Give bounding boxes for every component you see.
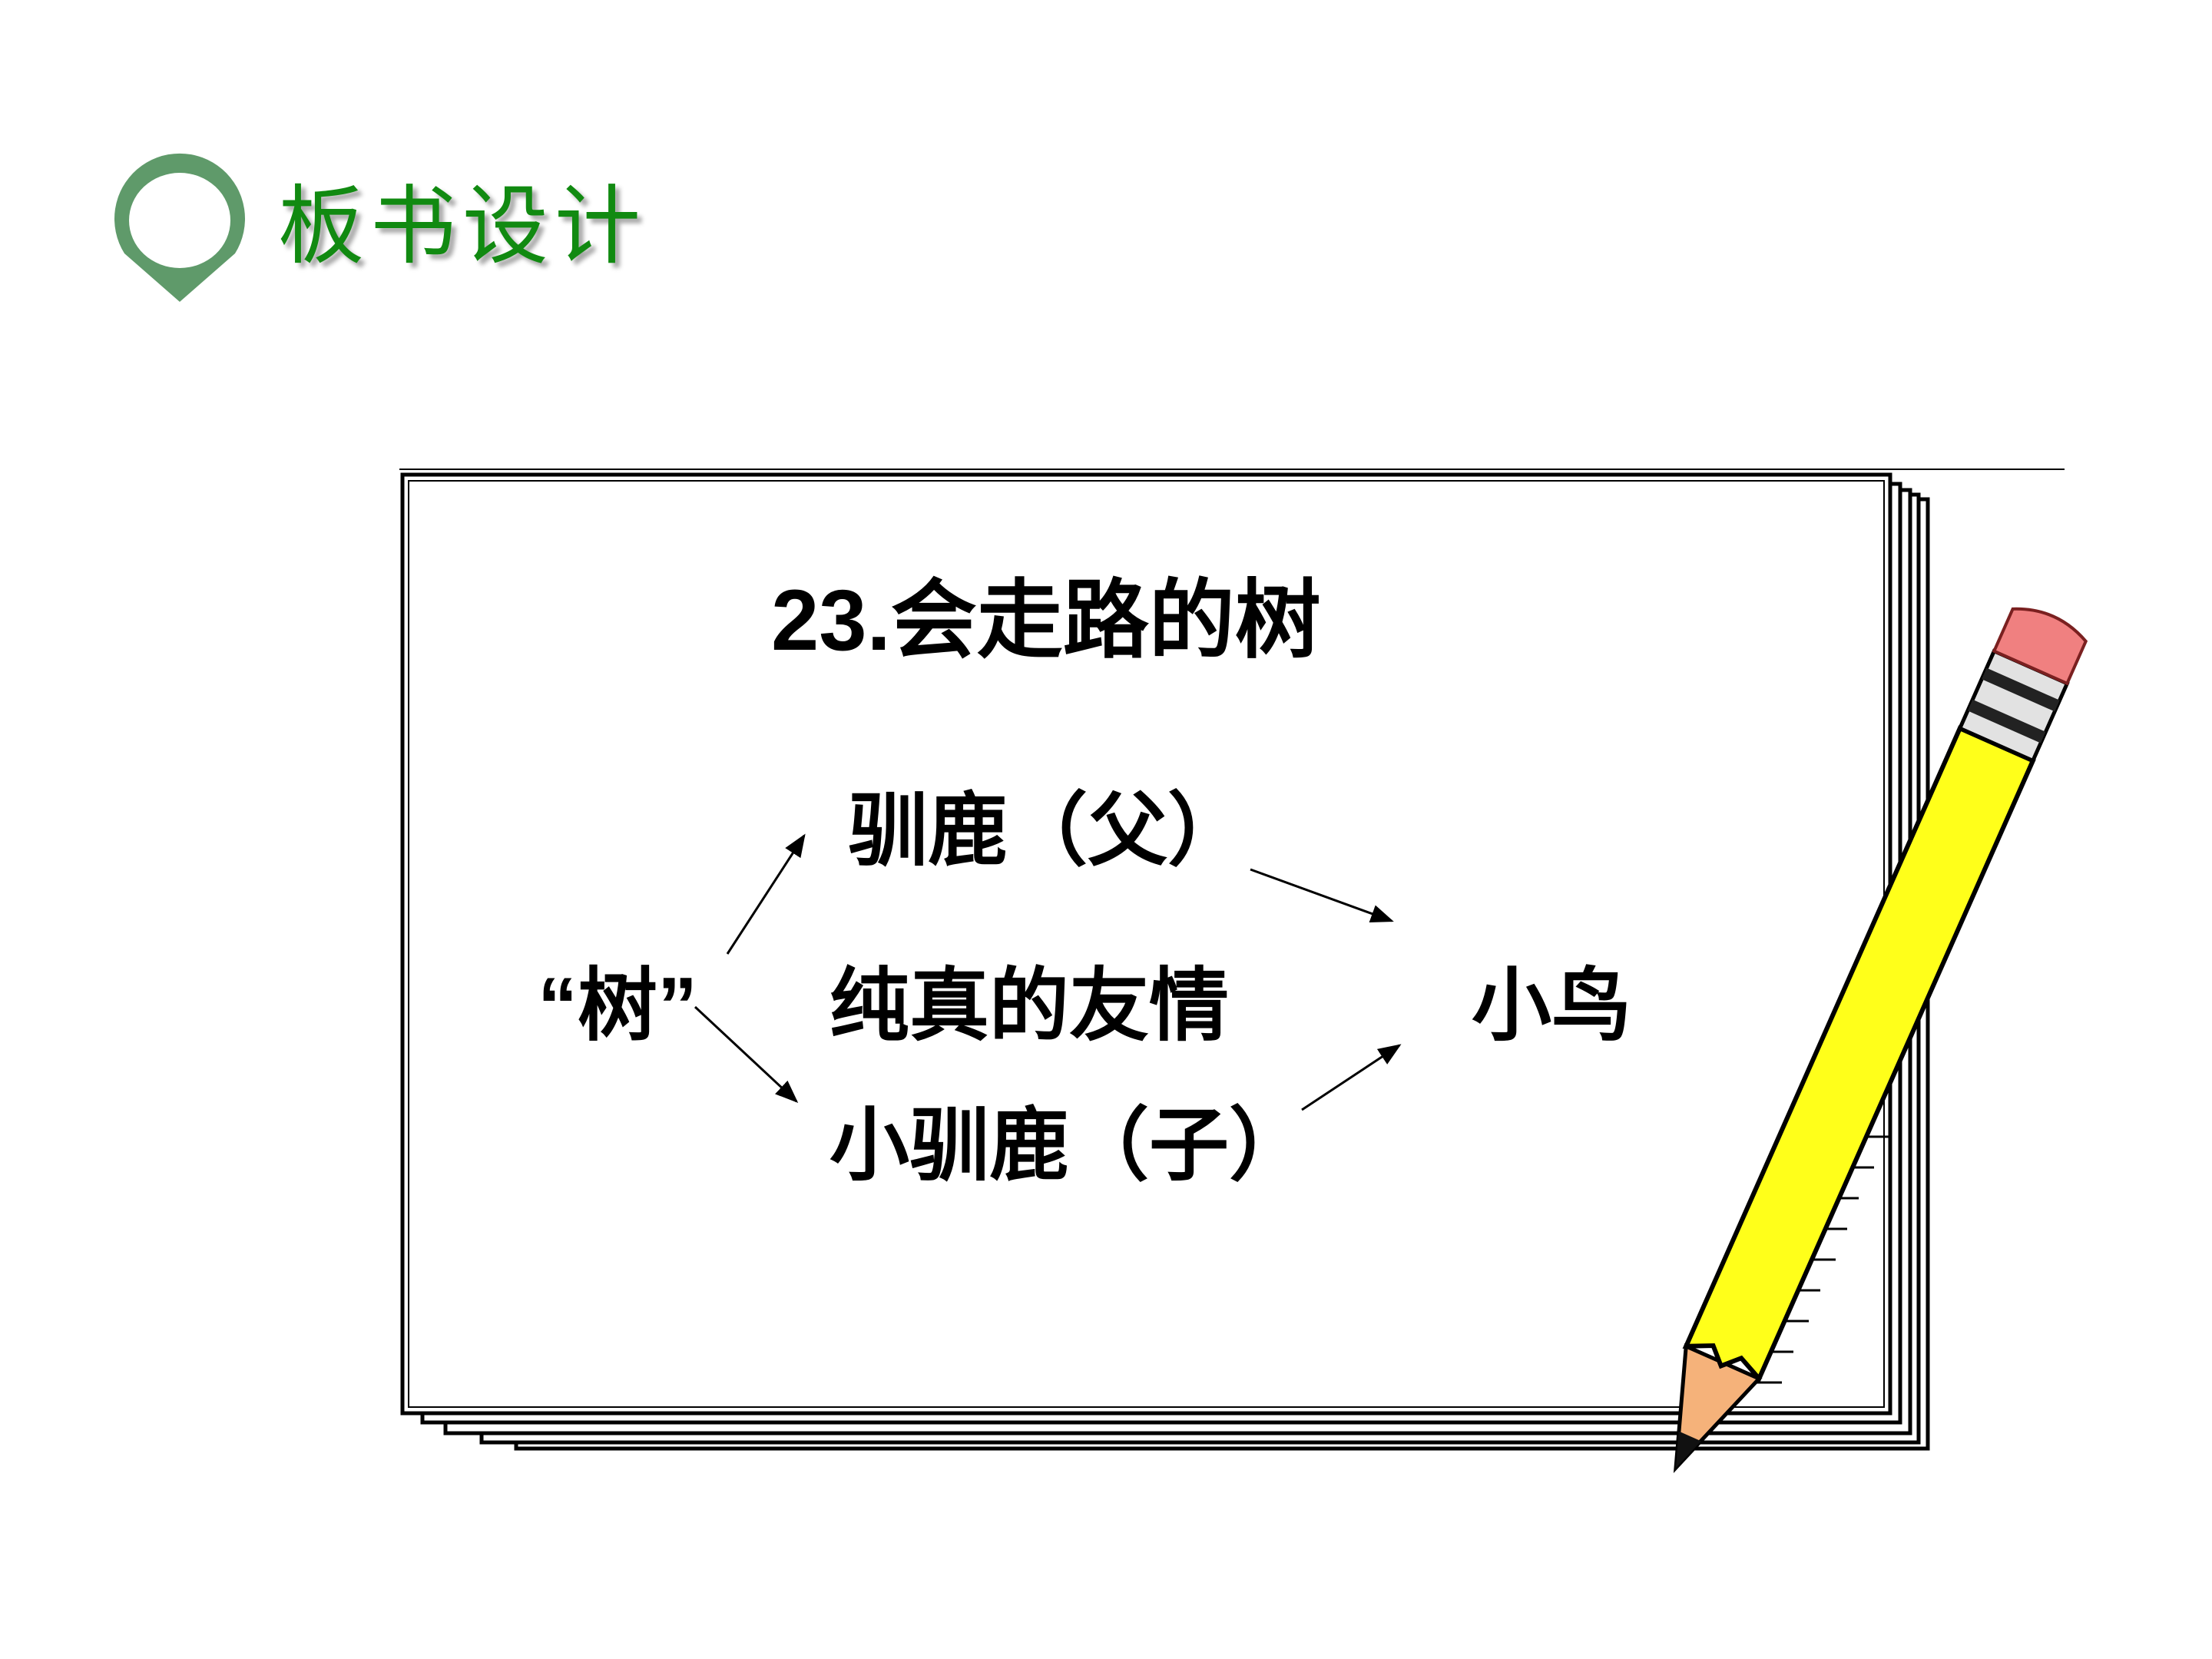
arrow-tree-to-son [694, 1005, 799, 1104]
arrow-father-to-bird [1250, 868, 1394, 923]
node-tree: “树” [538, 962, 698, 1051]
paper-stack [399, 469, 2065, 1451]
pencil-icon [1673, 607, 2088, 1473]
arrow-tree-to-father [726, 833, 806, 955]
node-father-reindeer: 驯鹿（父） [848, 786, 1248, 876]
node-son-reindeer: 小驯鹿（子） [830, 1101, 1310, 1190]
node-pure-friendship: 纯真的友情 [830, 962, 1230, 1051]
arrow-son-to-bird [1301, 1044, 1402, 1111]
map-pin-icon [114, 153, 245, 302]
node-bird: 小鸟 [1472, 962, 1632, 1051]
board-title: 23.会走路的树 [771, 572, 1321, 668]
page-title: 板书设计 [278, 180, 647, 275]
